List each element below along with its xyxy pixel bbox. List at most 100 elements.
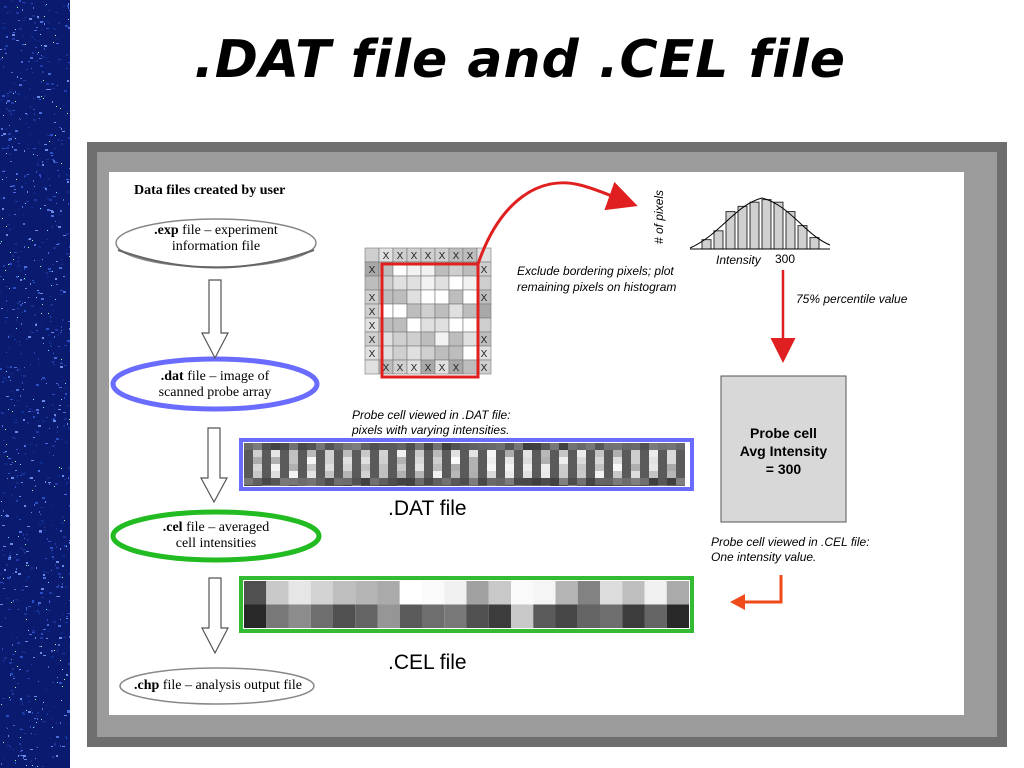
- dat-pixel: [460, 450, 469, 457]
- cel-cell: [288, 581, 311, 605]
- dat-pixel: [424, 450, 433, 457]
- dat-pixel: [307, 450, 316, 457]
- dat-pixel: [532, 457, 541, 464]
- grid-pixel: [364, 247, 380, 263]
- dat-pixel: [379, 485, 388, 486]
- dat-pixel: [388, 450, 397, 457]
- dat-pixel: [298, 471, 307, 478]
- excluded-pixel-mark: X: [383, 363, 390, 374]
- dat-pixel: [586, 478, 595, 485]
- dat-pixel: [505, 464, 514, 471]
- dat-pixel: [487, 457, 496, 464]
- dat-pixel: [622, 457, 631, 464]
- dat-pixel: [253, 485, 262, 486]
- grid-pixel: [434, 317, 450, 333]
- dat-pixel: [613, 478, 622, 485]
- dat-pixel: [676, 471, 685, 478]
- dat-pixel: [433, 471, 442, 478]
- dat-pixel: [640, 478, 649, 485]
- excluded-pixel-mark: X: [425, 251, 432, 262]
- dat-pixel: [334, 443, 343, 450]
- cel-cell: [266, 604, 289, 628]
- dat-pixel: [289, 464, 298, 471]
- cel-cell: [377, 604, 400, 628]
- dat-pixel: [424, 464, 433, 471]
- grid-pixel: [462, 303, 478, 319]
- dat-pixel: [532, 443, 541, 450]
- cel-cell: [533, 581, 556, 605]
- cel-cell: [399, 604, 422, 628]
- dat-pixel: [334, 471, 343, 478]
- exp-desc: file – experiment: [178, 223, 278, 238]
- dat-pixel: [370, 464, 379, 471]
- dat-pixel: [622, 485, 631, 486]
- dat-pixel: [388, 464, 397, 471]
- probe-box-text: Probe cell Avg Intensity = 300: [721, 424, 846, 478]
- dat-pixel: [505, 471, 514, 478]
- dat-pixel: [352, 485, 361, 486]
- dat-pixel: [280, 478, 289, 485]
- grid-pixel: [434, 345, 450, 361]
- dat-pixel: [244, 471, 253, 478]
- dat-pixel: [442, 457, 451, 464]
- dat-pixel: [271, 464, 280, 471]
- dat-pixel: [424, 457, 433, 464]
- dat-pixel: [631, 450, 640, 457]
- dat-pixel: [496, 450, 505, 457]
- grid-pixel: [420, 289, 436, 305]
- dat-pixel: [388, 443, 397, 450]
- grid-pixel: [406, 345, 422, 361]
- excluded-pixel-mark: X: [439, 251, 446, 262]
- dat-pixel: [505, 457, 514, 464]
- chp-desc: file – analysis output file: [159, 678, 302, 693]
- dat-pixel: [433, 478, 442, 485]
- dat-pixel: [289, 443, 298, 450]
- dat-pixel: [469, 478, 478, 485]
- grid-pixel: [448, 345, 464, 361]
- dat-pixel: [397, 464, 406, 471]
- grid-pixel: [364, 359, 380, 375]
- dat-pixel: [676, 457, 685, 464]
- dat-pixel: [370, 450, 379, 457]
- dat-pixel: [658, 471, 667, 478]
- dat-pixel: [343, 485, 352, 486]
- dat-pixel: [460, 485, 469, 486]
- excluded-pixel-mark: X: [383, 251, 390, 262]
- dat-pixel: [667, 478, 676, 485]
- cel-ext: .cel: [162, 520, 183, 535]
- exp-ext: .exp: [154, 223, 179, 238]
- dat-pixel: [613, 464, 622, 471]
- dat-pixel: [676, 478, 685, 485]
- dat-pixel: [568, 464, 577, 471]
- exp-node-shadow: [117, 249, 315, 269]
- dat-pixel: [271, 478, 280, 485]
- cel-desc: file – averaged: [182, 520, 270, 535]
- dat-pixel: [415, 457, 424, 464]
- flow-arrow-1: [201, 279, 229, 360]
- dat-pixel: [379, 478, 388, 485]
- dat-pixel: [577, 450, 586, 457]
- dat-pixel: [451, 457, 460, 464]
- exp-desc-2: information file: [171, 239, 261, 254]
- cel-cell: [266, 581, 289, 605]
- dat-pixel: [262, 478, 271, 485]
- dat-pixel: [406, 478, 415, 485]
- excluded-pixel-mark: X: [411, 363, 418, 374]
- dat-strip: [244, 443, 685, 486]
- dat-pixel: [262, 457, 271, 464]
- chp-ext: .chp: [134, 678, 160, 693]
- dat-pixel: [379, 471, 388, 478]
- dat-pixel: [568, 457, 577, 464]
- dat-pixel: [298, 450, 307, 457]
- dat-pixel: [334, 457, 343, 464]
- chp-node-label: .chp file – analysis output file: [122, 678, 314, 694]
- dat-pixel: [649, 464, 658, 471]
- dat-pixel: [415, 443, 424, 450]
- histogram-bar: [737, 205, 748, 250]
- dat-pixel: [433, 464, 442, 471]
- dat-pixel: [352, 443, 361, 450]
- dat-pixel: [523, 443, 532, 450]
- dat-pixel: [388, 485, 397, 486]
- dat-pixel: [505, 443, 514, 450]
- grid-pixel: [406, 289, 422, 305]
